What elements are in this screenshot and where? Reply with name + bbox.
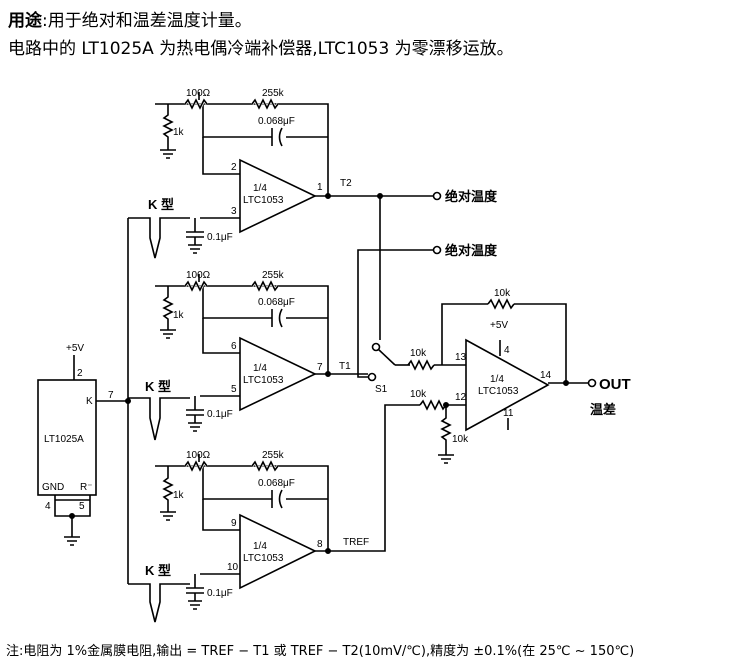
- resistor-255k-mid: 255k: [262, 270, 285, 281]
- output-out: OUT: [599, 376, 631, 393]
- pin-10: 10: [227, 562, 239, 573]
- lt-pin-2: 2: [77, 368, 83, 379]
- resistor-100-mid: 100Ω: [186, 270, 211, 281]
- cap-input-bot: 0.1μF: [207, 588, 233, 599]
- node-t2: T2: [340, 178, 352, 189]
- cap-feedback-top: 0.068μF: [258, 116, 295, 127]
- opamp-name-final: LTC1053: [478, 386, 519, 397]
- pin-12: 12: [455, 392, 467, 403]
- resistor-255k-top: 255k: [262, 88, 285, 99]
- pin-9: 9: [231, 518, 237, 529]
- pin-14: 14: [540, 370, 552, 381]
- final-supply: +5V: [490, 320, 508, 331]
- output-abs-temp-1: 绝对温度: [445, 189, 498, 204]
- resistor-1k-top: 1k: [173, 127, 185, 138]
- k-type-mid: K 型: [145, 379, 171, 394]
- lt-r-pin: R⁻: [80, 482, 93, 493]
- opamp-top: [239, 158, 317, 234]
- stage-final: [357, 196, 597, 464]
- resistor-10k-gnd: 10k: [452, 434, 469, 445]
- node-tref: TREF: [343, 537, 369, 548]
- description-line: 电路中的 LT1025A 为热电偶冷端补偿器,LTC1053 为零漂移运放。: [8, 39, 514, 59]
- usage-text: :用于绝对和温差温度计量。: [42, 11, 252, 31]
- pin-3: 3: [231, 206, 237, 217]
- pin-13: 13: [455, 352, 467, 363]
- lt-pin-4: 4: [45, 501, 51, 512]
- cap-input-top: 0.1μF: [207, 232, 233, 243]
- opamp-fraction-final: 1/4: [490, 374, 504, 385]
- usage-line: 用途:用于绝对和温差温度计量。: [8, 6, 252, 31]
- pin-6: 6: [231, 341, 237, 352]
- resistor-10k-feedback: 10k: [494, 288, 511, 299]
- opamp-fraction-mid: 1/4: [253, 363, 267, 374]
- resistor-100-top: 100Ω: [186, 88, 211, 99]
- lt-pin-5: 5: [79, 501, 85, 512]
- opamp-middle: [239, 336, 317, 412]
- lt-pin-7: 7: [108, 390, 114, 401]
- pin-5: 5: [231, 384, 237, 395]
- opamp-name-top: LTC1053: [243, 195, 284, 206]
- lt-pin-k: K: [86, 396, 93, 407]
- cap-feedback-mid: 0.068μF: [258, 297, 295, 308]
- opamp-name-mid: LTC1053: [243, 375, 284, 386]
- opamp-name-bot: LTC1053: [243, 553, 284, 564]
- pin-1: 1: [317, 182, 323, 193]
- resistor-10k-in1: 10k: [410, 348, 427, 359]
- lt-supply: +5V: [66, 343, 84, 354]
- stage-middle: [128, 274, 377, 441]
- resistor-255k-bot: 255k: [262, 450, 285, 461]
- node-t1: T1: [339, 361, 351, 372]
- lt1025a-chip: [37, 379, 97, 496]
- stage-top: [128, 92, 442, 259]
- k-type-top: K 型: [148, 197, 174, 212]
- output-diff: 温差: [590, 402, 616, 417]
- k-type-bot: K 型: [145, 563, 171, 578]
- lt-chip-name: LT1025A: [44, 434, 84, 445]
- pin-4: 4: [504, 345, 510, 356]
- output-abs-temp-2: 绝对温度: [445, 243, 498, 258]
- lt-gnd: GND: [42, 482, 64, 493]
- opamp-fraction-bot: 1/4: [253, 541, 267, 552]
- switch-s1: S1: [375, 384, 388, 395]
- resistor-100-bot: 100Ω: [186, 450, 211, 461]
- resistor-1k-bot: 1k: [173, 490, 185, 501]
- cap-input-mid: 0.1μF: [207, 409, 233, 420]
- resistor-10k-in2: 10k: [410, 389, 427, 400]
- cap-feedback-bot: 0.068μF: [258, 478, 295, 489]
- opamp-bottom: [239, 513, 317, 590]
- resistor-1k-mid: 1k: [173, 310, 185, 321]
- usage-label: 用途: [8, 11, 42, 31]
- footnote: 注:电阻为 1%金属膜电阻,输出 = TREF − T1 或 TREF − T2…: [6, 644, 635, 659]
- pin-8: 8: [317, 539, 323, 550]
- opamp-final: [465, 338, 550, 432]
- stage-bottom: [128, 404, 420, 623]
- opamp-fraction-top: 1/4: [253, 183, 267, 194]
- lt1025a-block: [37, 218, 132, 584]
- pin-2: 2: [231, 162, 237, 173]
- pin-11: 11: [503, 408, 514, 419]
- pin-7: 7: [317, 362, 323, 373]
